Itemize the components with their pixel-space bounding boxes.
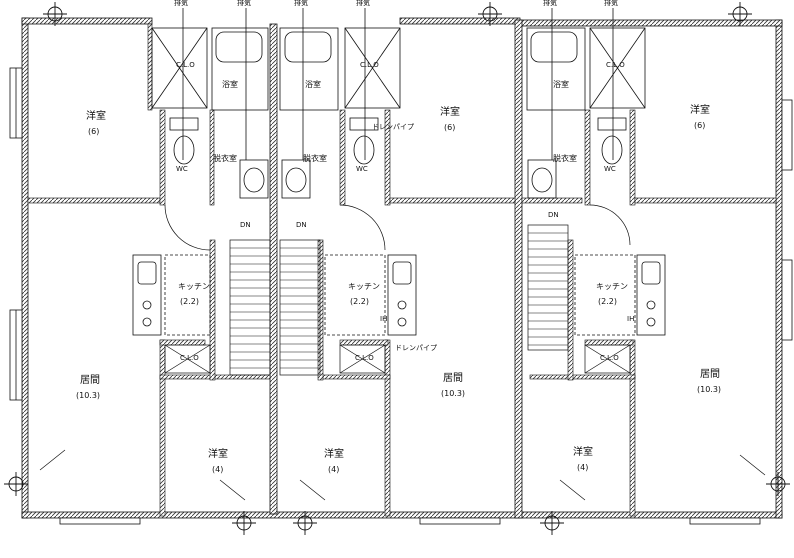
label-size-6: (4) [577,463,589,472]
label-size-2: (6) [444,123,456,132]
closets [164,344,631,374]
label-closet-1: C.L.O [176,61,195,69]
label-kitchen-1: キッチン [178,282,210,291]
label-size-1: (6) [88,127,100,136]
label-drain-pipe-1: ドレンパイプ [372,123,414,131]
label-western-room-4: 洋室 [208,449,228,460]
label-western-room-2: 洋室 [440,107,460,118]
label-wc-1: WC [176,165,188,173]
label-bath-1: 浴室 [222,80,238,89]
label-closet-2: C.L.O [360,61,379,69]
label-western-room-3: 洋室 [690,105,710,116]
label-dressing-3: 脱衣室 [553,154,577,163]
label-dressing-1: 脱衣室 [213,154,237,163]
label-wc-3: WC [604,165,616,173]
exhaust-lines [182,8,614,160]
label-living-1: 居間 [80,375,100,386]
label-western-room-5: 洋室 [324,449,344,460]
label-size-5: (4) [328,465,340,474]
label-kitchen-size-1: (2.2) [180,297,199,306]
label-living-size-1: (10.3) [76,391,101,400]
label-closet-3: C.L.O [606,61,625,69]
label-kitchen-3: キッチン [596,282,628,291]
label-ih-2: IH [627,315,635,323]
interior-walls [27,23,777,517]
label-closet-5: C.L.O [355,354,374,362]
label-exhaust-2: 排気 [237,0,251,7]
toilets [169,117,627,165]
stair-treads [230,232,568,369]
grid-markers [4,2,790,535]
label-bath-3: 浴室 [553,80,569,89]
label-living-3: 居間 [700,369,720,380]
label-western-room-6: 洋室 [573,447,593,458]
label-living-2: 居間 [443,373,463,384]
label-exhaust-1: 排気 [174,0,188,7]
label-wc-2: WC [356,165,368,173]
windows [9,67,793,525]
wash-basins [239,159,557,199]
label-kitchen-2: キッチン [348,282,380,291]
label-down-2: DN [296,221,307,229]
label-kitchen-size-3: (2.2) [598,297,617,306]
label-closet-6: C.L.O [600,354,619,362]
stairs [229,224,569,376]
label-size-4: (4) [212,465,224,474]
label-down-3: DN [548,211,559,219]
label-exhaust-3: 排気 [294,0,308,7]
label-living-size-2: (10.3) [441,389,466,398]
door-swings [39,204,766,501]
label-western-room-1: 洋室 [86,111,106,122]
label-closet-4: C.L.O [180,354,199,362]
exterior-walls [21,17,783,519]
label-exhaust-4: 排気 [356,0,370,7]
label-drain-pipe-2: ドレンパイプ [395,344,437,352]
label-dressing-2: 脱衣室 [303,154,327,163]
label-bath-2: 浴室 [305,80,321,89]
label-down-1: DN [240,221,251,229]
label-exhaust-5: 排気 [543,0,557,7]
label-exhaust-6: 排気 [604,0,618,7]
bathrooms [151,27,646,111]
label-kitchen-size-2: (2.2) [350,297,369,306]
label-living-size-3: (10.3) [697,385,722,394]
label-size-3: (6) [694,121,706,130]
kitchens [132,254,666,336]
label-ih-1: IH [380,315,388,323]
